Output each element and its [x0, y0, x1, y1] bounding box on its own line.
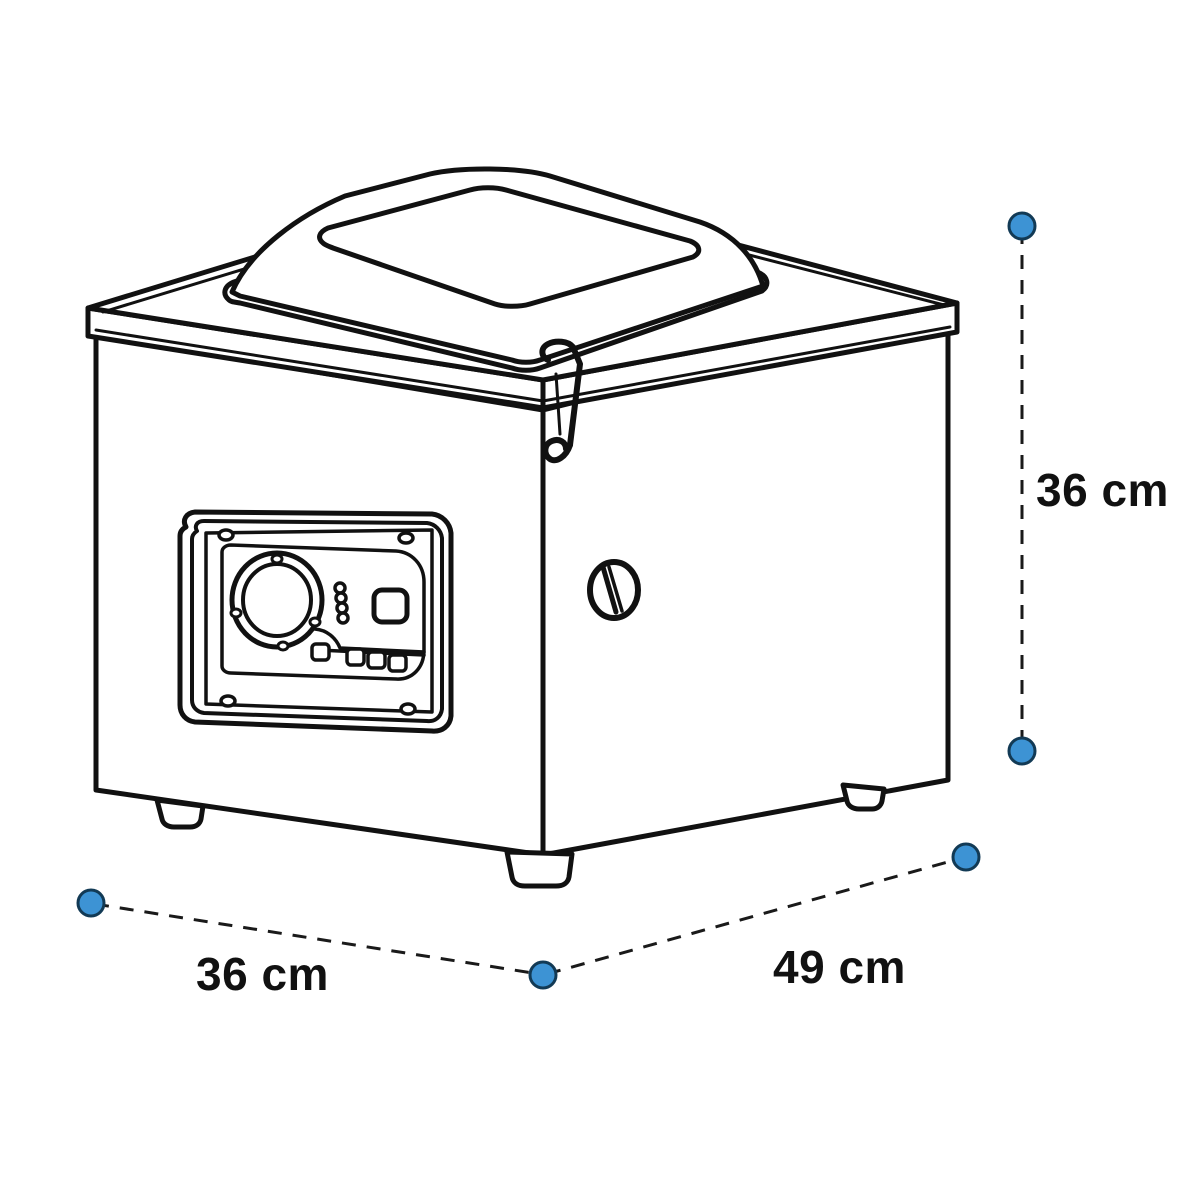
gauge-boss-top [270, 553, 284, 565]
side-valve[interactable] [587, 559, 641, 621]
panel-screw-top-left [217, 528, 235, 542]
led-indicators [333, 581, 350, 625]
latch-hook-strand [554, 372, 562, 436]
gauge-boss-bottom [276, 640, 290, 652]
panel-screw-bottom-right [399, 702, 417, 716]
foot-left-front [154, 797, 206, 830]
panel-inner-field [220, 543, 426, 681]
foot-front [504, 849, 575, 889]
panel-bezel-inner [190, 519, 444, 724]
latch-hook-loop [542, 437, 573, 464]
gauge-boss-right [308, 616, 322, 628]
dimension-label-depth: 36 cm [196, 948, 329, 1000]
control-button-3[interactable] [366, 650, 387, 670]
feet [154, 782, 887, 889]
lid-top-face [317, 185, 702, 309]
dome-lid [222, 166, 770, 373]
top-plate-seam-line [94, 325, 952, 403]
side-valve-slot [600, 564, 619, 615]
display [371, 587, 410, 625]
width-marker-right [951, 842, 981, 872]
side-valve-slot-edge [607, 565, 624, 613]
dimension-label-height: 36 cm [1036, 464, 1169, 516]
depth-marker-left [76, 888, 106, 918]
vacuum-gauge[interactable] [229, 550, 325, 652]
latch-hook [539, 338, 583, 464]
gauge-dial-face [241, 562, 313, 638]
panel-screw-bottom-left [219, 694, 237, 708]
panel-screw-top-right [397, 531, 415, 545]
latch-hook-upper [539, 338, 583, 448]
gauge-boss-left [229, 607, 243, 619]
width-guide-line [546, 856, 963, 976]
dimension-label-width: 49 cm [773, 941, 906, 993]
control-buttons[interactable] [310, 642, 408, 673]
led-indicator-4 [336, 611, 350, 625]
corner-marker-front [528, 960, 558, 990]
panel-screws [217, 528, 417, 716]
control-button-4[interactable] [387, 653, 408, 673]
control-button-2[interactable] [345, 647, 366, 667]
panel-strip-divider [313, 627, 426, 654]
dimension-guides [76, 211, 1037, 990]
foot-right-rear [840, 782, 887, 812]
control-panel[interactable] [177, 509, 454, 734]
panel-face [204, 528, 434, 714]
height-marker-bottom [1007, 736, 1037, 766]
height-marker-top [1007, 211, 1037, 241]
control-button-1[interactable] [310, 642, 331, 662]
